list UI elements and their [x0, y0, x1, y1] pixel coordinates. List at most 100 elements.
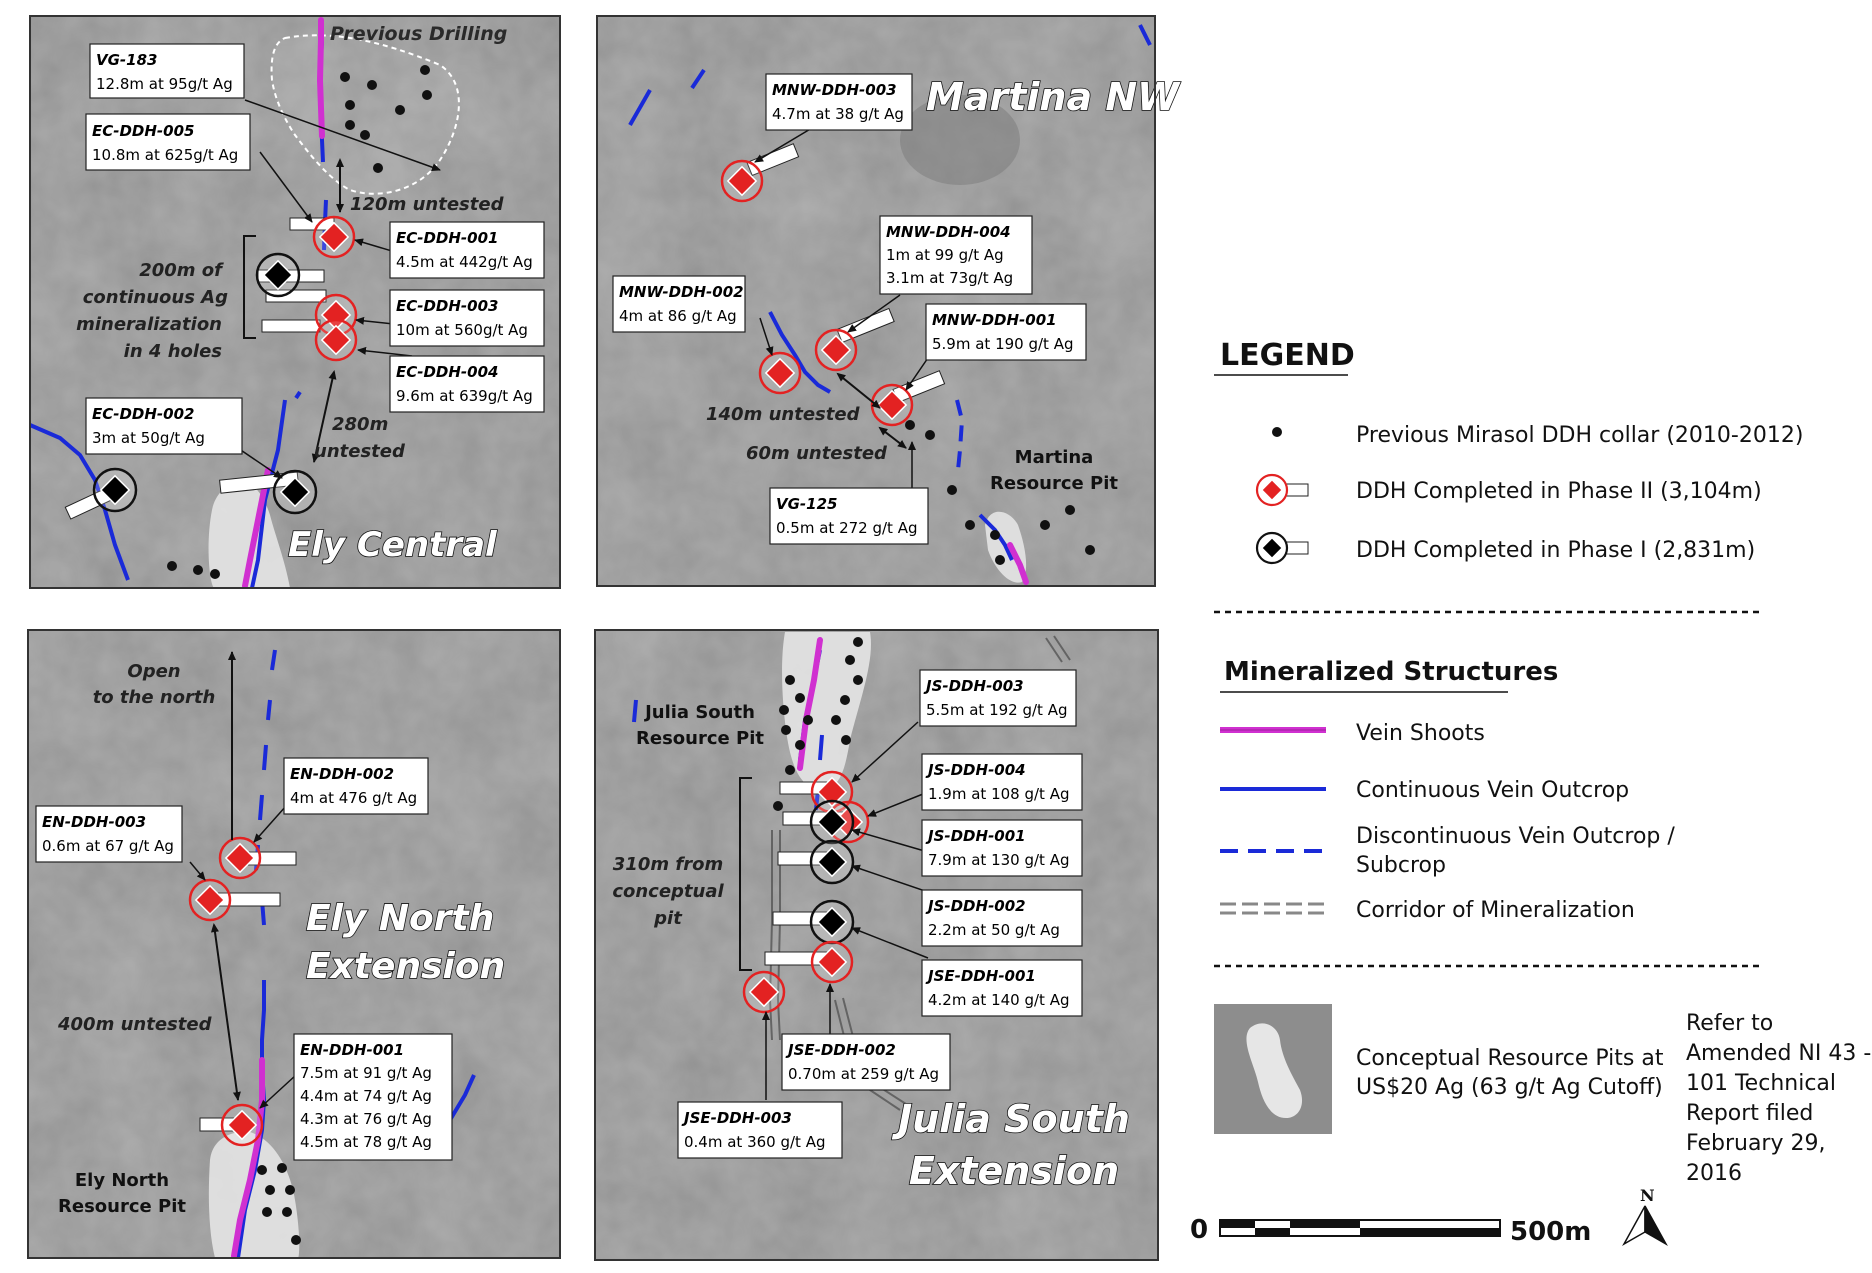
label-id: EC-DDH-002 [92, 405, 194, 423]
label-result: 1m at 99 g/t Ag [886, 246, 1004, 264]
label-result: 4.7m at 38 g/t Ag [772, 105, 904, 123]
north-label: N [1640, 1186, 1655, 1205]
hole-jse-ddh-003 [742, 970, 786, 1014]
structures-title: Mineralized Structures [1224, 657, 1558, 687]
hole-ec-ddh-004 [314, 318, 358, 362]
label-id: JS-DDH-001 [925, 827, 1026, 845]
panel-martina-nw: MNW-DDH-003 4.7m at 38 g/t Ag MNW-DDH-00… [596, 15, 1182, 587]
panel-ely-central: VG-183 12.8m at 95g/t Ag EC-DDH-005 10.8… [29, 15, 561, 589]
reference-line: 101 Technical [1686, 1071, 1836, 1096]
panel-title: Martina NW [926, 75, 1181, 119]
reference-line: Refer to [1686, 1011, 1773, 1036]
legend-item: DDH Completed in Phase II (3,104m) [1356, 479, 1762, 504]
panel-julia-south: JS-DDH-003 5.5m at 192 g/t Ag JS-DDH-004… [594, 629, 1159, 1261]
legend-title: LEGEND [1220, 338, 1355, 373]
label-result: 9.6m at 639g/t Ag [396, 387, 533, 405]
label-id: MNW-DDH-002 [619, 283, 744, 301]
bracket-label: pit [653, 908, 683, 929]
bracket-label: conceptual [612, 881, 724, 902]
label-result: 10m at 560g/t Ag [396, 321, 528, 339]
reference-line: Amended NI 43 - [1686, 1041, 1871, 1066]
label-id: MNW-DDH-003 [772, 81, 897, 99]
label-result: 0.6m at 67 g/t Ag [42, 837, 174, 855]
reference-note: Refer to Amended NI 43 - 101 Technical R… [1686, 1011, 1871, 1186]
scale-start-label: 0 [1190, 1215, 1208, 1245]
label-result: 4m at 86 g/t Ag [619, 307, 737, 325]
label-id: EN-DDH-001 [300, 1041, 404, 1059]
gap-label: 140m untested [706, 404, 861, 425]
bracket-label: 200m of [139, 260, 224, 281]
previous-collars [905, 420, 1095, 565]
previous-collars [773, 637, 863, 811]
pit-label: Julia South [643, 702, 755, 723]
phase2-icon [1255, 473, 1309, 507]
label-id: VG-183 [96, 51, 157, 69]
label-result: 4.2m at 140 g/t Ag [928, 991, 1069, 1009]
label-result: 7.9m at 130 g/t Ag [928, 851, 1069, 869]
corridor-swatch [1220, 902, 1326, 915]
gap-label: 60m untested [746, 443, 888, 464]
panel-title: Extension [909, 1149, 1119, 1193]
previous-drilling-label: Previous Drilling [330, 23, 507, 45]
legend-item: Conceptual Resource Pits at [1356, 1046, 1664, 1071]
open-label: Open [127, 661, 180, 682]
label-result: 4.4m at 74 g/t Ag [300, 1087, 432, 1105]
panel-title: Ely North [306, 898, 494, 939]
label-result: 3.1m at 73g/t Ag [886, 269, 1013, 287]
label-result: 4.3m at 76 g/t Ag [300, 1110, 432, 1128]
label-result: 0.4m at 360 g/t Ag [684, 1133, 825, 1151]
scale-end-label: 500m [1510, 1217, 1591, 1247]
gap-label: 400m untested [57, 1014, 213, 1035]
label-id: MNW-DDH-004 [886, 223, 1011, 241]
legend-item: Discontinuous Vein Outcrop / [1356, 824, 1675, 849]
label-result: 10.8m at 625g/t Ag [92, 146, 238, 164]
panel-title: Extension [306, 946, 505, 987]
vein-shoot [316, 17, 325, 139]
vein-discontinuous [294, 390, 302, 400]
label-id: MNW-DDH-001 [932, 311, 1057, 329]
legend-item: Vein Shoots [1356, 721, 1485, 746]
hole-mnw-ddh-002 [758, 351, 802, 395]
label-result: 12.8m at 95g/t Ag [96, 75, 233, 93]
hole-mnw-ddh-004 [814, 328, 858, 372]
legend-item: US$20 Ag (63 g/t Ag Cutoff) [1356, 1075, 1663, 1100]
bracket-label: 310m from [613, 854, 723, 875]
reference-line: February 29, [1686, 1131, 1825, 1156]
hole-js-ddh-001 [809, 839, 855, 885]
label-result: 4.5m at 442g/t Ag [396, 253, 533, 271]
previous-collars [167, 65, 432, 579]
label-id: JSE-DDH-001 [925, 967, 1036, 985]
legend: LEGEND Previous Mirasol DDH collar (2010… [1190, 338, 1871, 1247]
label-result: 7.5m at 91 g/t Ag [300, 1064, 432, 1082]
resource-pit [208, 1131, 300, 1258]
resource-pit [208, 481, 290, 589]
gap-label: 280m [332, 414, 388, 435]
label-result: 1.9m at 108 g/t Ag [928, 785, 1069, 803]
hole-mnw-ddh-003 [720, 159, 764, 203]
hole-mnw-ddh-001 [870, 383, 914, 427]
bracket-label: in 4 holes [124, 341, 223, 362]
reference-line: 2016 [1686, 1161, 1742, 1186]
label-id: JSE-DDH-003 [681, 1109, 792, 1127]
hole-en-ddh-003 [188, 878, 232, 922]
panel-ely-north: EN-DDH-002 4m at 476 g/t Ag EN-DDH-003 0… [27, 629, 561, 1259]
label-id: VG-125 [776, 495, 837, 513]
panel-title: Ely Central [288, 525, 498, 565]
label-id: JS-DDH-003 [923, 677, 1024, 695]
label-result: 3m at 50g/t Ag [92, 429, 205, 447]
pit-swatch [1214, 1004, 1332, 1134]
previous-collar-icon [1272, 427, 1282, 437]
gap-label: untested [314, 441, 406, 462]
north-arrow-icon: N [1622, 1186, 1668, 1246]
pit-label: Ely North [75, 1170, 169, 1191]
vein-shoot [242, 467, 271, 589]
label-result: 5.9m at 190 g/t Ag [932, 335, 1073, 353]
hole-jse-ddh-001 [810, 940, 854, 984]
bracket-label: continuous Ag [83, 287, 228, 308]
phase1-icon [1255, 531, 1309, 565]
previous-collars [257, 1163, 301, 1245]
hole-phase1-julia [809, 799, 855, 845]
vein-outcrop [29, 423, 130, 581]
pit-label: Resource Pit [58, 1196, 186, 1217]
label-result: 2.2m at 50 g/t Ag [928, 921, 1060, 939]
